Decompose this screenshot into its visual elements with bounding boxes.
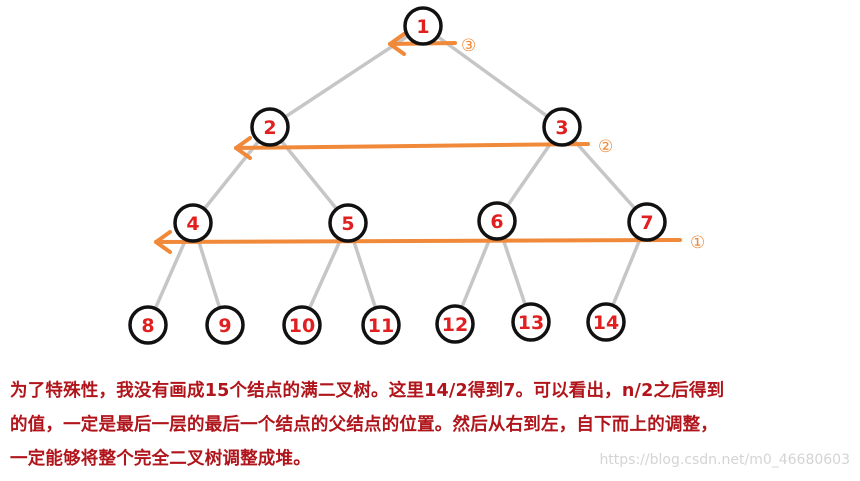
edge-1-2 xyxy=(268,24,425,129)
node-circle xyxy=(477,201,517,241)
arrow-shaft xyxy=(234,142,590,150)
explanation-line-1: 为了特殊性，我没有画成15个结点的满二叉树。这里14/2得到7。可以看出，n/2… xyxy=(10,381,725,401)
node-circle xyxy=(586,302,626,342)
node-label: 2 xyxy=(263,117,276,139)
node-circle xyxy=(403,6,443,46)
tree-node-6: 6 xyxy=(477,201,517,241)
tree-node-9: 9 xyxy=(205,305,245,345)
order-arrow-level-2: ② xyxy=(234,136,613,160)
node-label: 4 xyxy=(186,213,199,235)
node-label: 6 xyxy=(490,211,503,233)
node-circle xyxy=(328,203,368,243)
heapify-order-arrows: ① ② ③ xyxy=(154,32,705,254)
tree-edges xyxy=(146,24,649,327)
node-circle xyxy=(282,305,322,345)
tree-node-1: 1 xyxy=(403,6,443,46)
arrow-order-label: ② xyxy=(598,137,613,157)
tree-node-3: 3 xyxy=(542,107,582,147)
arrow-head-icon xyxy=(154,230,172,254)
arrow-head-icon xyxy=(234,136,252,160)
arrow-head-icon xyxy=(388,32,406,56)
node-circle xyxy=(128,305,168,345)
explanation-line-3: 一定能够将整个完全二叉树调整成堆。 xyxy=(10,449,311,469)
explanation-line-2: 的值，一定是最后一层的最后一个结点的父结点的位置。然后从右到左，自下而上的调整， xyxy=(10,415,718,435)
tree-node-11: 11 xyxy=(361,305,401,345)
node-circle xyxy=(250,107,290,147)
edge-2-5 xyxy=(268,125,350,225)
node-circle xyxy=(205,305,245,345)
node-circle xyxy=(511,302,551,342)
arrow-order-label: ③ xyxy=(461,36,476,56)
arrow-order-label: ① xyxy=(690,233,705,253)
node-label: 13 xyxy=(518,312,544,334)
tree-node-2: 2 xyxy=(250,107,290,147)
tree-node-12: 12 xyxy=(435,304,475,344)
order-arrow-level-3: ① xyxy=(154,230,705,254)
node-circle xyxy=(435,304,475,344)
node-label: 12 xyxy=(442,314,468,336)
edge-1-3 xyxy=(421,24,564,129)
tree-node-4: 4 xyxy=(173,203,213,243)
tree-node-7: 7 xyxy=(627,202,667,242)
node-label: 10 xyxy=(289,315,315,337)
node-label: 11 xyxy=(368,315,394,337)
tree-node-5: 5 xyxy=(328,203,368,243)
tree-node-10: 10 xyxy=(282,305,322,345)
node-circle xyxy=(173,203,213,243)
explanation-text: 为了特殊性，我没有画成15个结点的满二叉树。这里14/2得到7。可以看出，n/2… xyxy=(10,374,858,476)
node-label: 3 xyxy=(555,117,568,139)
tree-node-8: 8 xyxy=(128,305,168,345)
watermark: https://blog.csdn.net/m0_46680603 xyxy=(599,452,850,468)
node-circle xyxy=(542,107,582,147)
node-circle xyxy=(627,202,667,242)
node-label: 8 xyxy=(141,315,154,337)
tree-node-14: 14 xyxy=(586,302,626,342)
node-label: 1 xyxy=(416,16,429,38)
node-label: 7 xyxy=(640,212,653,234)
arrow-shaft xyxy=(154,238,682,244)
node-label: 5 xyxy=(341,213,354,235)
node-label: 14 xyxy=(593,312,619,334)
node-label: 9 xyxy=(218,315,231,337)
edge-2-4 xyxy=(191,125,272,225)
tree-node-13: 13 xyxy=(511,302,551,342)
node-circle xyxy=(361,305,401,345)
